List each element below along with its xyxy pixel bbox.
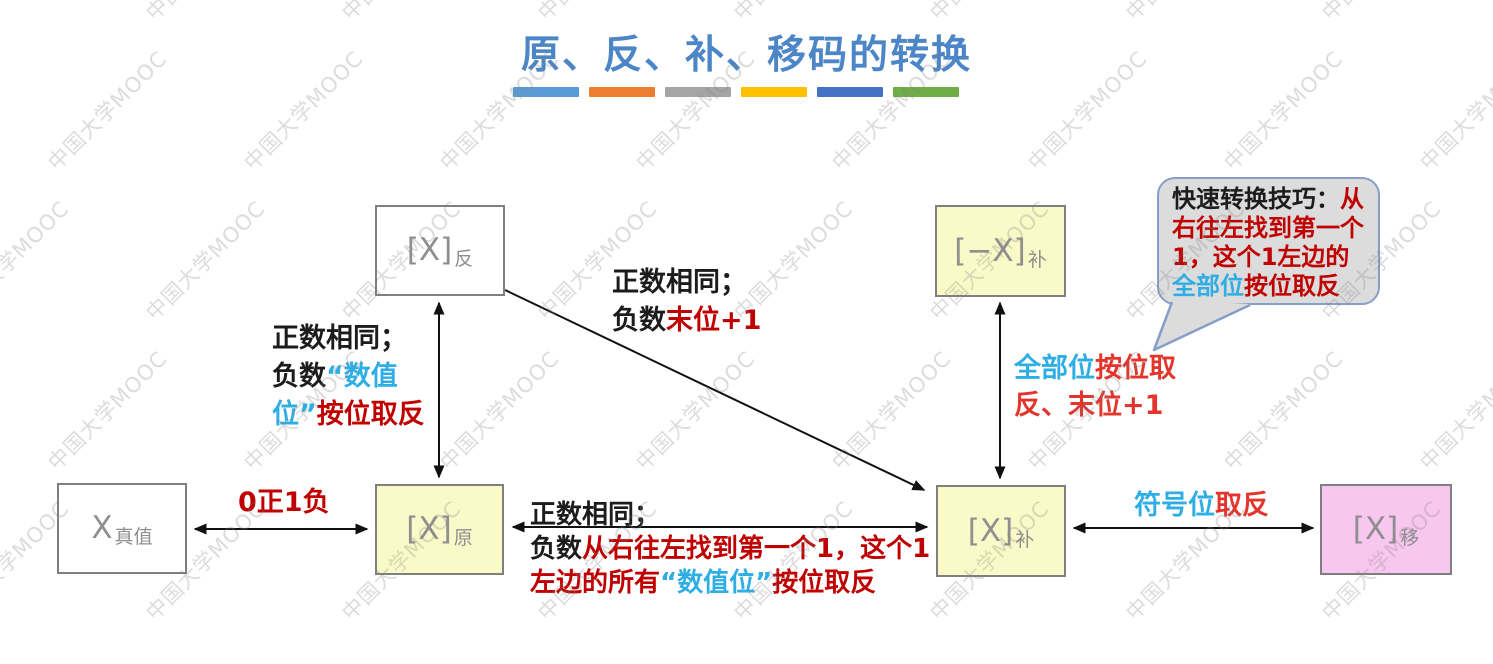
divider-bar [893, 87, 959, 97]
divider-bar [513, 87, 579, 97]
tip-bubble-tail [1152, 300, 1251, 352]
divider-bar [665, 87, 731, 97]
slide-title: 原、反、补、移码的转换 [520, 33, 972, 78]
label-complement-neg-complement: 全部位按位取反、末位+1 [1014, 353, 1176, 421]
divider-bar [741, 87, 807, 97]
node-neg-complement-code: [−X]补 [935, 205, 1066, 297]
arrow-inverse-complement [504, 289, 926, 491]
node-original-code: [X]原 [375, 484, 504, 575]
node-excess-code: [X]移 [1320, 484, 1452, 575]
node-complement-code: [X]补 [936, 485, 1066, 577]
divider-bar [589, 87, 655, 97]
label-complement-excess: 符号位取反 [1134, 490, 1269, 521]
title-divider-bars [513, 87, 959, 97]
label-inverse-complement: 正数相同；负数末位+1 [612, 267, 762, 336]
node-inverse-code: [X]反 [375, 205, 505, 296]
label-original-inverse: 正数相同；负数“数值位”按位取反 [272, 323, 425, 430]
divider-bar [817, 87, 883, 97]
label-truth-original: 0正1负 [238, 487, 330, 518]
